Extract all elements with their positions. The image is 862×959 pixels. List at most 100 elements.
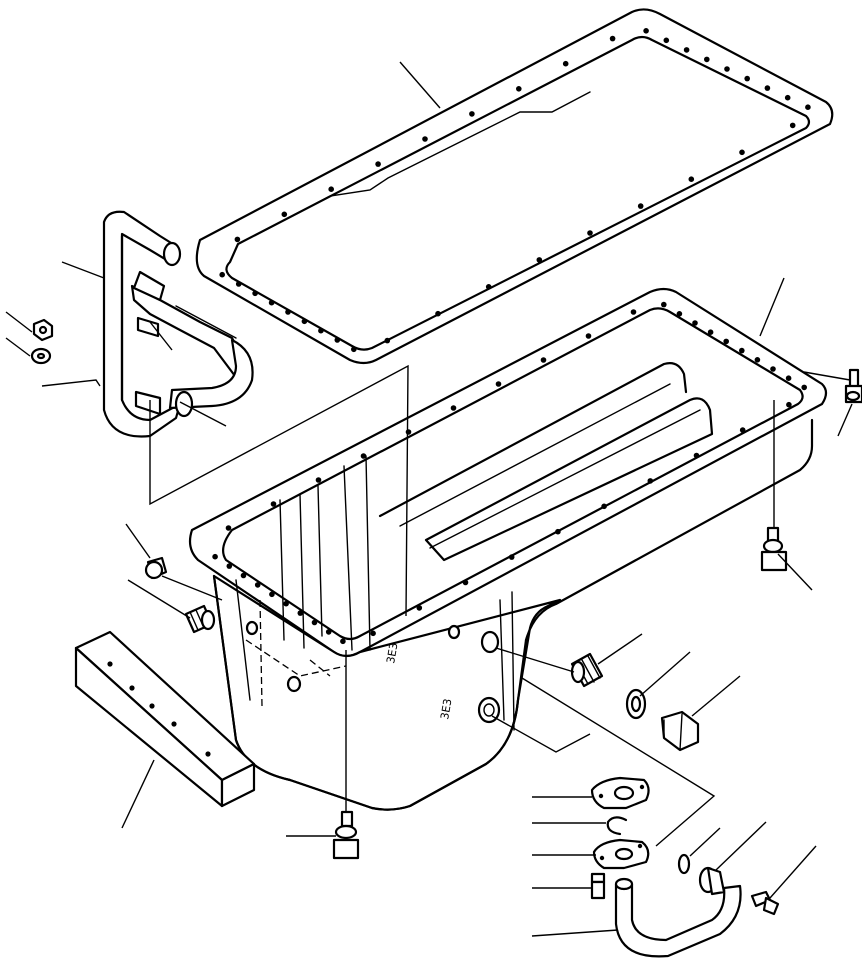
bolt-hole [240, 572, 247, 579]
bolt-hole [739, 427, 746, 433]
oil-pan-gasket [195, 8, 834, 365]
bolt-hole [226, 563, 233, 569]
bolt-hole [692, 320, 698, 326]
plug-side [184, 604, 216, 634]
bolt-hole [450, 405, 457, 411]
bolt-hole [555, 528, 561, 535]
clamp-lower [134, 390, 162, 416]
bolt-hole [643, 28, 649, 34]
bolt-hole [585, 333, 592, 339]
bolt-hole [693, 452, 700, 459]
bolt-hole [723, 338, 729, 345]
bolt-hole [601, 503, 607, 510]
bolt-hole [688, 176, 695, 182]
bolt-hole [351, 346, 357, 353]
bolt-hole [270, 501, 277, 507]
bolt-hole [384, 337, 391, 344]
bolt-hole [422, 136, 428, 142]
bolt-hole [540, 357, 547, 363]
bolt-hole [609, 35, 616, 42]
bolt-hole [219, 271, 225, 278]
hose-clamp [698, 866, 726, 896]
bolt-hole [724, 66, 730, 72]
bolt-hole [225, 525, 232, 531]
flange-gasket-lower [592, 838, 650, 870]
bolt-hole [805, 104, 811, 110]
drain-port [477, 696, 501, 724]
bolt-hole [268, 299, 275, 306]
bolt-hole [283, 600, 289, 607]
bolt-hole [325, 629, 332, 635]
bolt-hole [562, 60, 569, 67]
side-port [480, 630, 500, 654]
bolt-hole [739, 149, 745, 156]
bolt-hole [630, 309, 637, 315]
bolt-hole [311, 619, 318, 626]
bolt-hole [785, 375, 792, 382]
bolt-hole [328, 186, 335, 192]
stamp-2: 3E3 [438, 698, 454, 721]
plug-left [144, 556, 168, 580]
stud-right [844, 368, 862, 404]
bolt-hole [360, 453, 367, 459]
bolt-hole [254, 582, 261, 588]
o-ring [677, 853, 691, 875]
bolt-hole [495, 381, 502, 387]
stamp-1: 3E3 [384, 642, 400, 665]
bolt-hole [587, 230, 593, 236]
bolt-hole [754, 357, 761, 363]
bolt-hole [318, 327, 324, 334]
leader-lines [5, 61, 853, 937]
bolt-bottom [332, 810, 360, 860]
bolt-hole [770, 366, 776, 372]
flange-bolt [590, 872, 606, 900]
bolt-hole [370, 630, 376, 637]
bolt-hole [301, 318, 308, 325]
bolt-hole [234, 236, 241, 243]
bolt-hole [281, 211, 288, 218]
bolt-hole [801, 384, 807, 391]
bolt-hole [315, 477, 322, 483]
bolt-hole [285, 309, 291, 315]
snap-ring [606, 816, 628, 836]
bolt-hole [516, 86, 522, 92]
pan-bolt-holes [212, 301, 807, 645]
bolt-hole [405, 429, 412, 435]
bolt-hole [462, 579, 469, 586]
bolt-hole [676, 311, 683, 317]
bolt-hole [739, 347, 745, 354]
bolt-hole [764, 85, 771, 91]
bolt-hole [744, 75, 750, 82]
bolt-hole [334, 337, 341, 343]
bolt-hole [707, 329, 714, 336]
side-cover [74, 630, 256, 808]
bolt-hole [704, 56, 710, 63]
bolt-hole [647, 478, 654, 484]
bolt-hole [340, 638, 346, 645]
bolt-hole [235, 281, 242, 287]
suction-tube [102, 210, 254, 438]
bolt-right [760, 526, 788, 572]
bolt-hole [297, 610, 304, 616]
bolt-hole [469, 111, 475, 117]
bolt-hole [416, 605, 423, 611]
bolt-hole [269, 591, 275, 598]
flange-gasket-upper [590, 776, 650, 810]
bolt-hole [784, 94, 791, 101]
bolt-hole [435, 310, 441, 317]
bolt-hole [536, 257, 543, 263]
drain-plug [660, 710, 700, 752]
clamp-bolt [750, 890, 780, 916]
bolt-hole [212, 553, 218, 560]
bolt-hole [637, 203, 644, 209]
elbow-fitting [570, 652, 604, 688]
tube-bracket [132, 270, 166, 302]
washer-left [30, 347, 52, 365]
tube-inlet [162, 241, 182, 267]
bolt-hole [252, 290, 258, 297]
bolt-hole [683, 47, 690, 53]
gasket-bolt-holes [219, 28, 811, 353]
clamp [136, 316, 160, 338]
bolt-hole [375, 161, 381, 167]
